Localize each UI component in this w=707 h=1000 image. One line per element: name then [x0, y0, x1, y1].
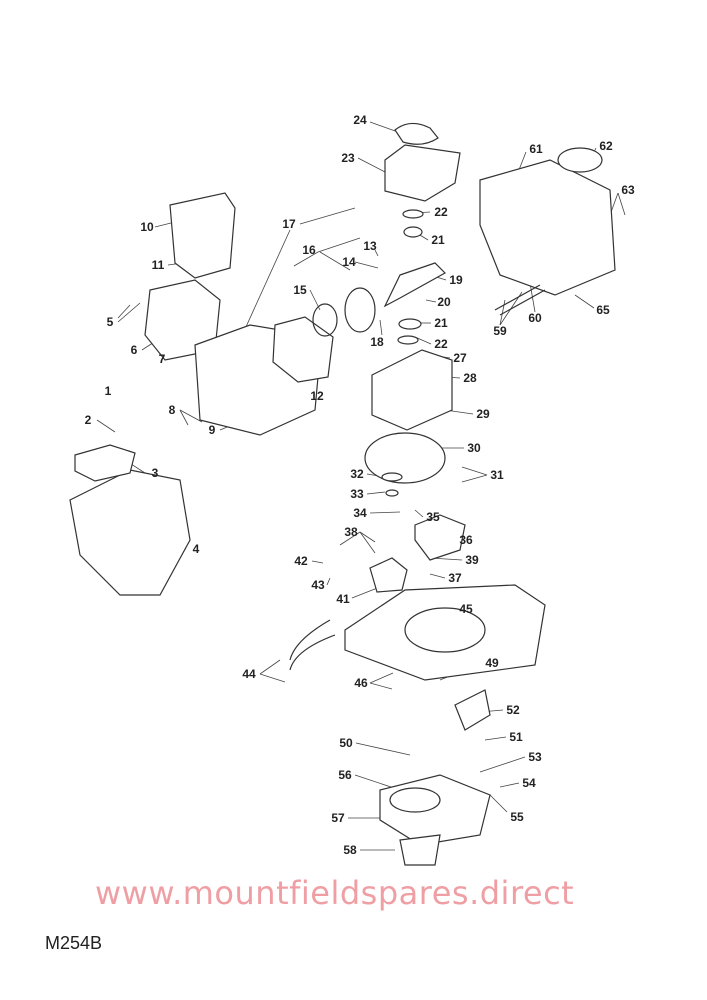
part-16-piston — [344, 287, 376, 333]
part-33 — [385, 489, 399, 497]
part-29-crankcase — [371, 349, 453, 431]
diagram-code: M254B — [45, 933, 103, 953]
callout-41: 41 — [336, 592, 350, 606]
callout-37: 37 — [448, 571, 462, 585]
callout-4: 4 — [192, 542, 200, 556]
callout-21: 21 — [431, 233, 445, 247]
part-62-fuel-cap — [557, 147, 603, 173]
part-22-seal — [402, 209, 424, 219]
callout-43: 43 — [311, 578, 325, 592]
callout-17: 17 — [282, 217, 296, 231]
callout-39: 39 — [465, 553, 479, 567]
callout-18: 18 — [370, 335, 384, 349]
callout-9: 9 — [208, 423, 216, 437]
callout-20: 20 — [437, 295, 451, 309]
callout-61: 61 — [529, 142, 543, 156]
part-59-fuel-lines — [494, 284, 546, 316]
callout-5: 5 — [106, 315, 114, 329]
callout-57: 57 — [331, 811, 345, 825]
part-30-flywheel — [364, 432, 446, 484]
callout-22: 22 — [434, 205, 448, 219]
part-58-clutch-drum — [399, 834, 441, 866]
part-4-engine-cover — [69, 469, 191, 596]
part-24 — [394, 122, 439, 145]
callout-22b: 22 — [434, 337, 448, 351]
part-32 — [381, 472, 403, 482]
callout-46: 46 — [354, 676, 368, 690]
part-56-gear-housing — [379, 774, 491, 846]
watermark: www.mountfieldspares.direct — [95, 874, 575, 912]
callout-13: 13 — [363, 239, 377, 253]
part-44-wires — [289, 619, 336, 671]
part-19-crankshaft — [383, 262, 446, 308]
callout-62: 62 — [599, 139, 613, 153]
callout-59: 59 — [493, 324, 507, 338]
callout-14: 14 — [342, 255, 356, 269]
callout-63: 63 — [621, 183, 635, 197]
callout-65: 65 — [596, 303, 610, 317]
callout-53: 53 — [528, 750, 542, 764]
callout-49: 49 — [485, 656, 499, 670]
part-15-rings — [312, 303, 338, 337]
callout-33: 33 — [350, 487, 364, 501]
engine-parts — [69, 122, 616, 866]
callout-55: 55 — [510, 810, 524, 824]
part-22-seal-lower — [397, 335, 419, 345]
part-21-bearing-lower — [398, 318, 422, 330]
callout-44: 44 — [242, 667, 256, 681]
callout-29: 29 — [476, 407, 490, 421]
part-3 — [74, 444, 136, 482]
callout-38: 38 — [344, 525, 358, 539]
part-41-ignition-coil — [369, 557, 408, 593]
callout-12: 12 — [310, 389, 324, 403]
callout-2: 2 — [84, 413, 92, 427]
part-11-air-filter — [169, 192, 236, 279]
callout-45: 45 — [459, 602, 473, 616]
callout-1: 1 — [104, 384, 112, 398]
callout-28: 28 — [463, 371, 477, 385]
part-36-clutch — [414, 514, 466, 561]
callout-21b: 21 — [434, 316, 448, 330]
callout-50: 50 — [339, 736, 353, 750]
callout-54: 54 — [522, 776, 536, 790]
callout-31: 31 — [490, 468, 504, 482]
callout-3: 3 — [151, 466, 159, 480]
callout-32: 32 — [350, 467, 364, 481]
callout-27: 27 — [453, 351, 467, 365]
callout-8: 8 — [168, 403, 176, 417]
part-61-fuel-tank — [479, 159, 616, 296]
callout-58: 58 — [343, 843, 357, 857]
callout-24: 24 — [353, 113, 367, 127]
callout-7: 7 — [158, 352, 166, 366]
callout-16: 16 — [302, 243, 316, 257]
callout-30: 30 — [467, 441, 481, 455]
callout-34: 34 — [353, 506, 367, 520]
callout-15: 15 — [293, 283, 307, 297]
part-45-fan-housing — [344, 584, 546, 681]
callout-11: 11 — [151, 258, 165, 272]
callout-35: 35 — [426, 510, 440, 524]
callout-42: 42 — [294, 554, 308, 568]
part-23-crankcase-half — [384, 144, 461, 202]
part-21-bearing — [403, 226, 423, 238]
callout-60: 60 — [528, 311, 542, 325]
callout-51: 51 — [509, 730, 523, 744]
callout-52: 52 — [506, 703, 520, 717]
callout-6: 6 — [130, 343, 138, 357]
callout-19: 19 — [449, 273, 463, 287]
callout-23: 23 — [341, 151, 355, 165]
part-52 — [454, 689, 491, 731]
callout-56: 56 — [338, 768, 352, 782]
callout-36: 36 — [459, 533, 473, 547]
callout-10: 10 — [140, 220, 154, 234]
